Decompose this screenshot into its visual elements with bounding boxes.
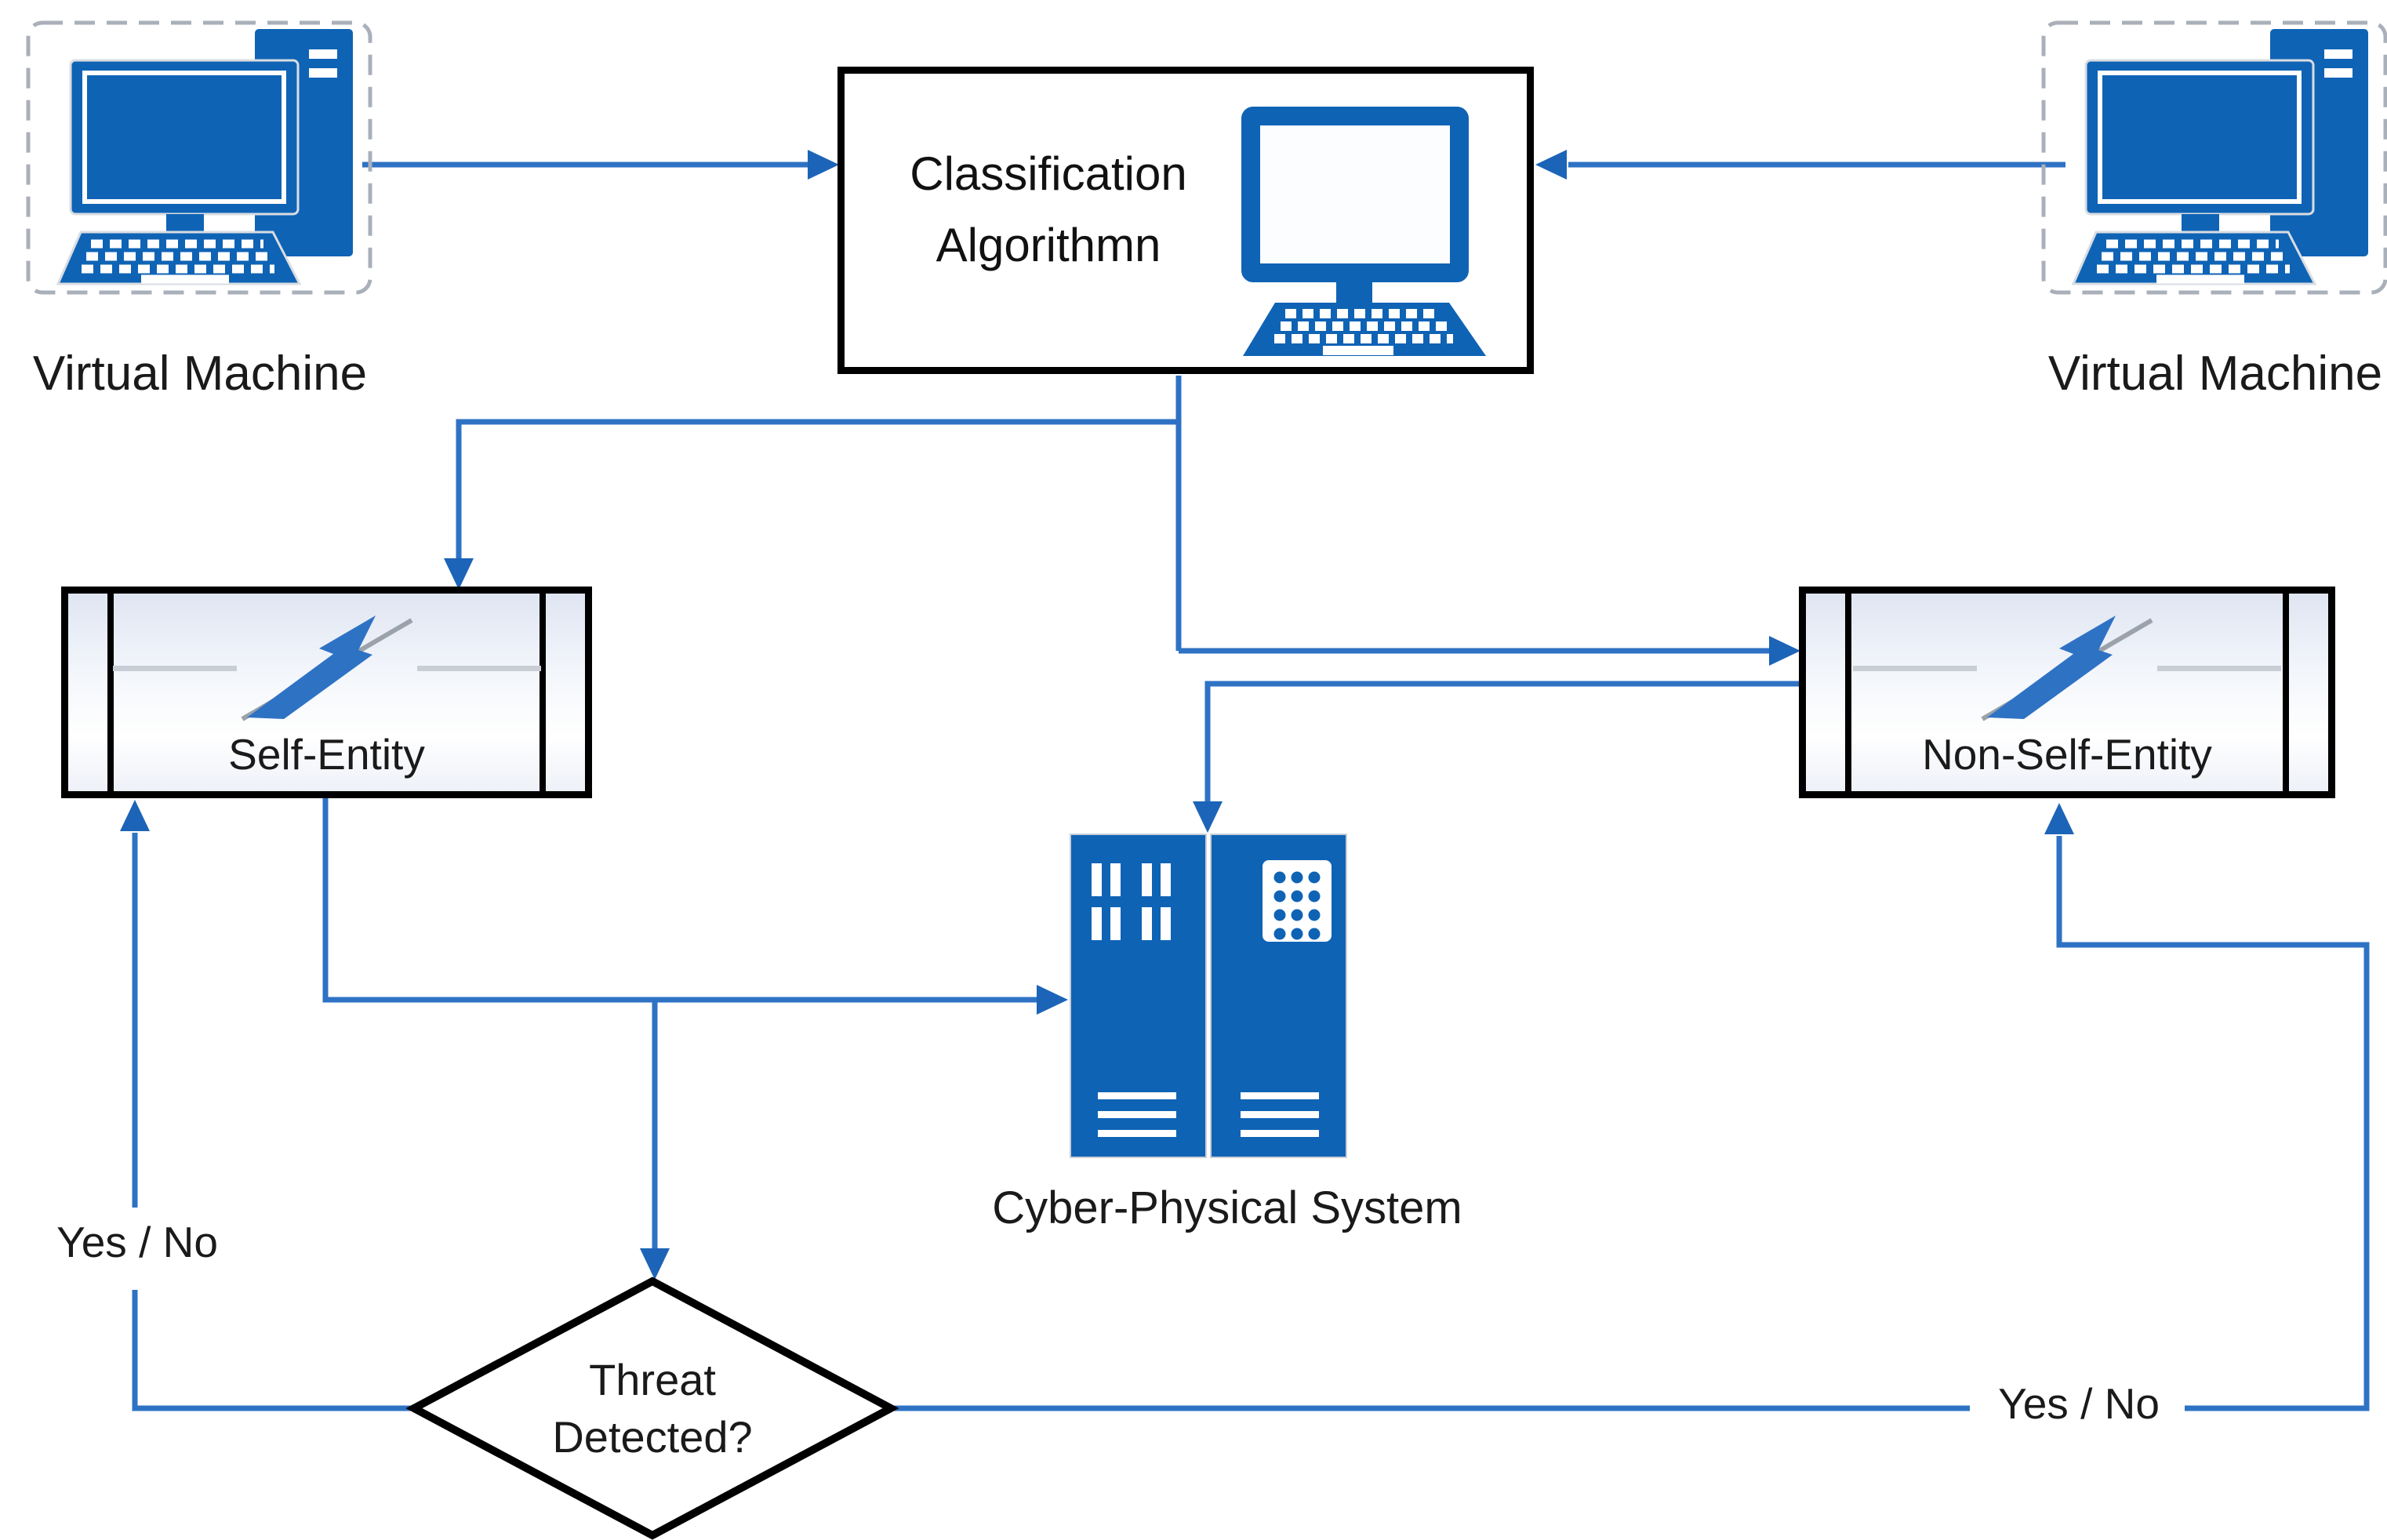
vm-monitor (2084, 59, 2315, 216)
edge-classification-to-nonselfentity-arrowhead (1769, 636, 1800, 666)
edge-selfentity-to-cps (322, 798, 1038, 1003)
vm-keyboard-keys (82, 239, 274, 284)
edge-classification-to-selfentity-arrowhead (444, 558, 474, 590)
vm-right-label: Virtual Machine (2047, 347, 2383, 401)
vm-left-label: Virtual Machine (32, 347, 368, 401)
entity-side-bar (1845, 594, 1851, 791)
edge-nonselfentity-to-cps (1204, 681, 1799, 803)
vm-keyboard-keys (2097, 239, 2290, 284)
classification-label: Classification Algorithmn (868, 138, 1229, 281)
dash-decor (2157, 665, 2281, 671)
self-entity-node: Self-Entity (61, 587, 592, 798)
dash-decor (1853, 665, 1977, 671)
edge-threat-to-selfentity-feedback-arrowhead (120, 800, 150, 831)
edge-label-yes-no-left: Yes / No (31, 1218, 243, 1266)
vm-dashed-frame (2041, 20, 2387, 295)
server-vents (1092, 863, 1171, 940)
dash-decor (416, 665, 541, 671)
server-keypad-dots (1273, 871, 1321, 940)
keyboard-keys (1274, 309, 1453, 355)
lightning-bolt-icon (240, 616, 413, 721)
server-rack-icon (1070, 834, 1347, 1158)
edge-selfentity-to-cps-arrowhead (1037, 985, 1068, 1015)
classification-desktop-computer-icon (1241, 107, 1486, 356)
edge-classification-to-selfentity (456, 376, 1182, 651)
server-tower-left (1070, 834, 1207, 1158)
threat-decision-label-line2: Detected? (552, 1412, 753, 1462)
vm-left-desktop-computer-icon (26, 20, 372, 295)
edge-threat-to-selfentity-feedback (132, 833, 415, 1411)
server-slots (1098, 1092, 1319, 1137)
vm-monitor (69, 59, 300, 216)
entity-side-bar (540, 594, 546, 791)
dash-decor (112, 665, 237, 671)
non-self-entity-node: Non-Self-Entity (1799, 587, 2335, 798)
edge-threat-to-nonselfentity-feedback (891, 836, 2370, 1411)
classification-label-line2: Algorithmn (936, 219, 1161, 271)
self-entity-label: Self-Entity (228, 730, 425, 779)
threat-decision-node (405, 1277, 899, 1540)
edge-nonselfentity-to-cps-arrowhead (1193, 801, 1223, 833)
entity-side-bar (2283, 594, 2289, 791)
threat-decision-label-line1: Threat (589, 1355, 716, 1404)
vm-right-desktop-computer-icon (2041, 20, 2387, 295)
cyber-physical-system-label: Cyber-Physical System (992, 1182, 1462, 1233)
edge-selfentity-to-threat-arrowhead (640, 1248, 670, 1280)
edge-vmright-to-classification-arrowhead (1535, 150, 1567, 180)
edge-vmleft-to-classification-arrowhead (808, 150, 839, 180)
threat-decision-label: Threat Detected? (439, 1342, 866, 1474)
non-self-entity-label: Non-Self-Entity (1922, 730, 2212, 779)
classification-label-line1: Classification (910, 147, 1187, 200)
vm-dashed-frame (26, 20, 372, 295)
entity-side-bar (107, 594, 114, 791)
edge-threat-to-nonselfentity-feedback-arrowhead (2044, 803, 2074, 834)
monitor (1241, 107, 1469, 282)
classification-algorithm-node: Classification Algorithmn (837, 67, 1534, 374)
lightning-bolt-icon (1981, 616, 2153, 721)
monitor-stand (1336, 274, 1372, 303)
edge-label-yes-no-right: Yes / No (1973, 1379, 2185, 1428)
